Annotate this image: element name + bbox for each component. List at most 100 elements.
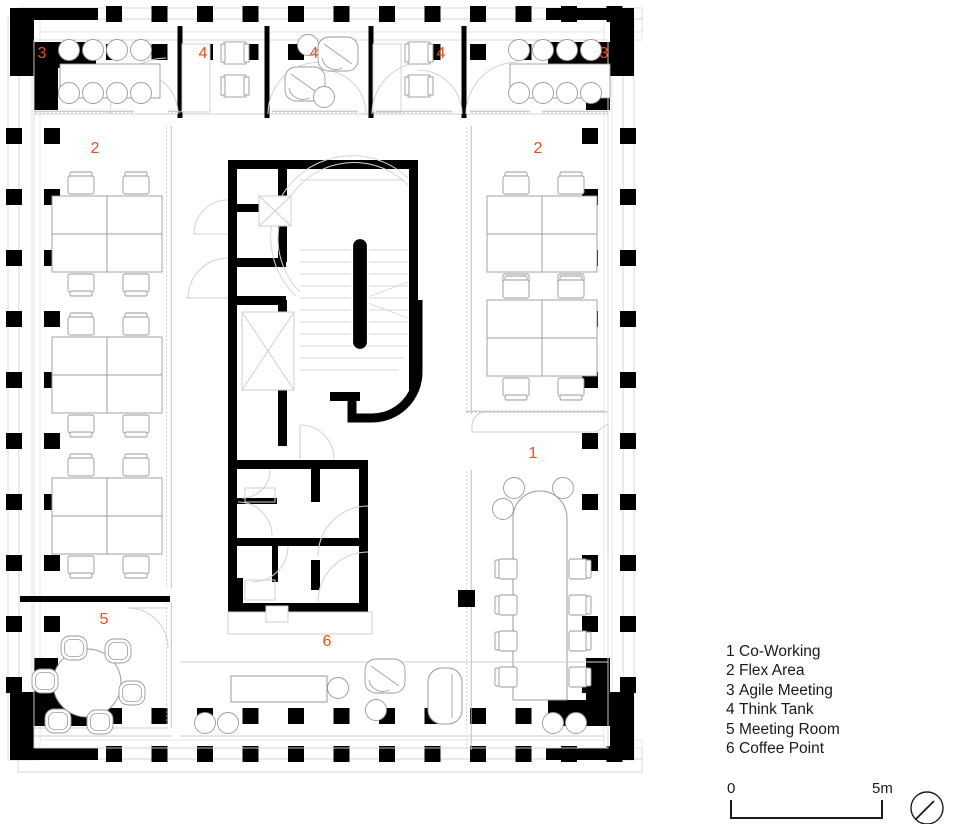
legend-label: Flex Area: [739, 662, 805, 680]
scale-bar: 0 5m: [722, 780, 952, 824]
legend-label: Think Tank: [739, 701, 814, 719]
facade-mullion-right: [620, 555, 636, 571]
facade-mullion-left: [6, 616, 22, 632]
facade-mullion-top: [515, 6, 532, 22]
facade-mullion-left: [6, 311, 22, 327]
facade-mullion-left: [6, 128, 22, 144]
facade-mullion-left: [6, 250, 22, 266]
north-arrow-icon: [910, 791, 944, 824]
facade-mullion-bottom: [288, 746, 304, 762]
room-meeting: [20, 596, 172, 735]
facade-mullion-bottom-inner: [151, 708, 168, 724]
scale-start-label: 0: [727, 780, 736, 797]
facade-mullion-bottom: [470, 746, 486, 762]
facade-mullion-right: [620, 189, 636, 205]
facade-mullion-left: [6, 433, 22, 449]
facade-mullion-right-inner: [582, 616, 598, 632]
legend-number: 2: [726, 662, 735, 680]
facade-mullion-left: [6, 189, 22, 205]
room-label-4: 4: [199, 45, 208, 62]
facade-mullion-right: [620, 372, 636, 388]
legend-label: Coffee Point: [739, 740, 825, 758]
room-label-6: 6: [323, 633, 332, 650]
scale-bar-bracket: [730, 800, 883, 819]
co-working-zone: [471, 411, 609, 701]
facade-mullion-left-inner: [44, 128, 60, 144]
facade-mullion-right: [620, 677, 636, 693]
room-label-2: 2: [91, 140, 100, 157]
facade-mullion-top: [379, 6, 395, 22]
legend-number: 5: [726, 720, 735, 738]
facade-mullion-right-inner: [582, 128, 598, 144]
facade-mullion-top: [333, 6, 350, 22]
facade-mullion-top: [242, 6, 259, 22]
facade-mullion-left-inner: [44, 616, 60, 632]
facade-mullion-top-inner: [470, 44, 486, 60]
facade-mullion-bottom: [151, 746, 168, 762]
facade-mullion-bottom-inner: [515, 708, 532, 724]
room-label-4c: 4: [437, 45, 446, 62]
legend-number: 3: [726, 681, 735, 699]
legend-label: Agile Meeting: [739, 681, 833, 699]
facade-mullion-top: [470, 6, 486, 22]
facade-mullion-bottom: [424, 746, 441, 762]
facade-mullion-right-inner: [582, 494, 598, 510]
facade-mullion-bottom: [515, 746, 532, 762]
room-label-3: 3: [38, 45, 47, 62]
legend-number: 4: [726, 701, 735, 719]
facade-mullion-left: [6, 372, 22, 388]
facade-mullion-left: [6, 677, 22, 693]
facade-mullion-bottom: [379, 746, 395, 762]
room-label-3b: 3: [600, 45, 609, 62]
facade-mullion-bottom-inner: [470, 708, 486, 724]
room-label-1: 1: [529, 445, 538, 462]
facade-mullion-bottom: [106, 746, 122, 762]
facade-mullion-top: [106, 6, 122, 22]
facade-mullion-bottom-inner: [242, 708, 259, 724]
facade-mullion-bottom-inner: [333, 708, 350, 724]
facade-mullion-left-inner: [44, 555, 60, 571]
facade-mullion-left-inner: [44, 433, 60, 449]
facade-mullion-bottom-inner: [288, 708, 304, 724]
facade-mullion-left-inner: [44, 311, 60, 327]
facade-curtain-wall: [7, 7, 643, 773]
facade-mullion-left: [6, 494, 22, 510]
facade-mullion-top: [424, 6, 441, 22]
facade-mullion-right: [620, 433, 636, 449]
facade-mullion-top: [197, 6, 213, 22]
room-label-5: 5: [100, 611, 109, 628]
facade-mullion-top-inner: [151, 44, 168, 60]
facade-mullion-right: [620, 311, 636, 327]
acoustic-curtain-partitions: [34, 109, 608, 750]
facade-mullion-right-inner: [582, 433, 598, 449]
flex-area-left: [51, 171, 163, 579]
facade-mullion-right: [620, 128, 636, 144]
legend-number: 1: [726, 643, 735, 660]
room-label-4b: 4: [310, 45, 319, 62]
central-service-core: [186, 155, 475, 635]
facade-mullion-right: [620, 494, 636, 510]
scale-end-label: 5m: [872, 780, 893, 797]
legend-label: Co-Working: [739, 643, 821, 660]
room-agile-meeting-left: [58, 39, 161, 104]
facade-mullion-top: [151, 6, 168, 22]
legend-number: 6: [726, 740, 735, 758]
facade-mullion-bottom: [333, 746, 350, 762]
facade-mullion-bottom: [197, 746, 213, 762]
facade-mullion-right: [620, 616, 636, 632]
room-coffee-point: [34, 658, 608, 737]
facade-mullion-left: [6, 555, 22, 571]
facade-mullion-bottom: [242, 746, 259, 762]
top-room-dividers: [177, 26, 467, 118]
facade-mullion-right: [620, 250, 636, 266]
room-agile-meeting-right: [508, 39, 611, 104]
legend-label: Meeting Room: [739, 720, 840, 738]
